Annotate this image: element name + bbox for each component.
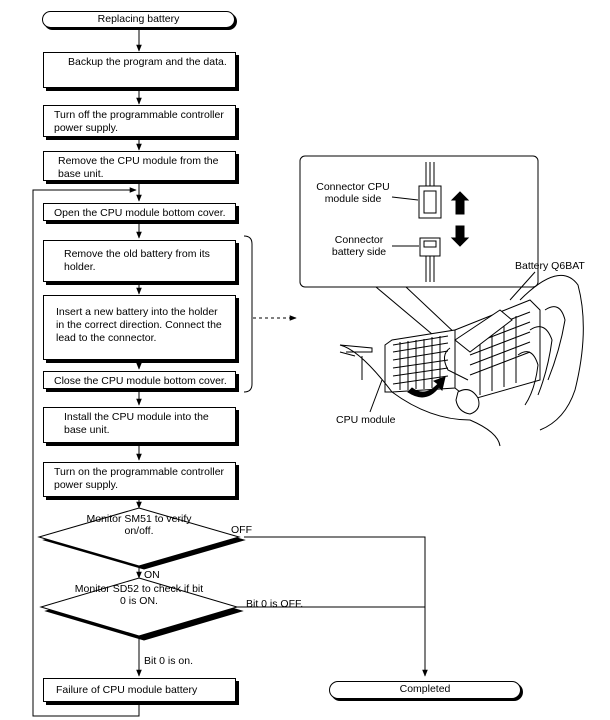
battery-illustration: [299, 155, 584, 447]
step-power-on: Turn on the programmable controller powe…: [43, 462, 236, 497]
decision1-diamond: [37, 507, 241, 567]
battery-shape: [454, 309, 513, 353]
completed-terminal: Completed: [329, 681, 521, 699]
connector-battery-label: Connector battery side: [331, 234, 387, 258]
steps-bracket: [243, 235, 253, 393]
battery-label: Battery Q6BAT: [515, 260, 585, 272]
hand-outline: [339, 344, 501, 447]
down-arrow-icon: [450, 225, 470, 247]
decision2-text: Monitor SD52 to check if bit 0 is ON.: [74, 583, 204, 607]
decision2-off-label: Bit 0 is OFF.: [246, 598, 304, 610]
battery-connector-wires: [425, 256, 435, 282]
decision1-on-label: ON: [144, 569, 160, 581]
step-backup: Backup the program and the data.: [43, 52, 236, 88]
decision2-on-label: Bit 0 is on.: [144, 655, 194, 667]
cpu-module-label: CPU module: [336, 414, 396, 426]
step-insert-new-battery: Insert a new battery into the holder in …: [43, 295, 236, 360]
step-open-cover: Open the CPU module bottom cover.: [43, 203, 236, 221]
step-close-cover: Close the CPU module bottom cover.: [43, 371, 236, 389]
cpu-connector-wires: [425, 162, 435, 186]
decision1-off-label: OFF: [231, 524, 252, 536]
failure-box: Failure of CPU module battery: [43, 678, 236, 702]
loop-back-arrow: [32, 187, 140, 717]
step-install-module: Install the CPU module into the base uni…: [43, 407, 236, 443]
step-remove-module: Remove the CPU module from the base unit…: [43, 151, 236, 181]
connector-cpu-label: Connector CPU module side: [316, 181, 390, 205]
decision2-diamond: [39, 577, 239, 637]
decision1-text: Monitor SM51 to verify on/off.: [86, 513, 192, 537]
step-power-off: Turn off the programmable controller pow…: [43, 105, 236, 137]
zoom-inset-frame: [299, 155, 539, 288]
up-arrow-icon: [450, 191, 470, 215]
off-branch-arrow: [244, 536, 428, 677]
insert-arrow-icon: [407, 376, 446, 398]
start-terminal: Replacing battery: [42, 11, 235, 28]
step-remove-old-battery: Remove the old battery from its holder.: [43, 240, 236, 282]
